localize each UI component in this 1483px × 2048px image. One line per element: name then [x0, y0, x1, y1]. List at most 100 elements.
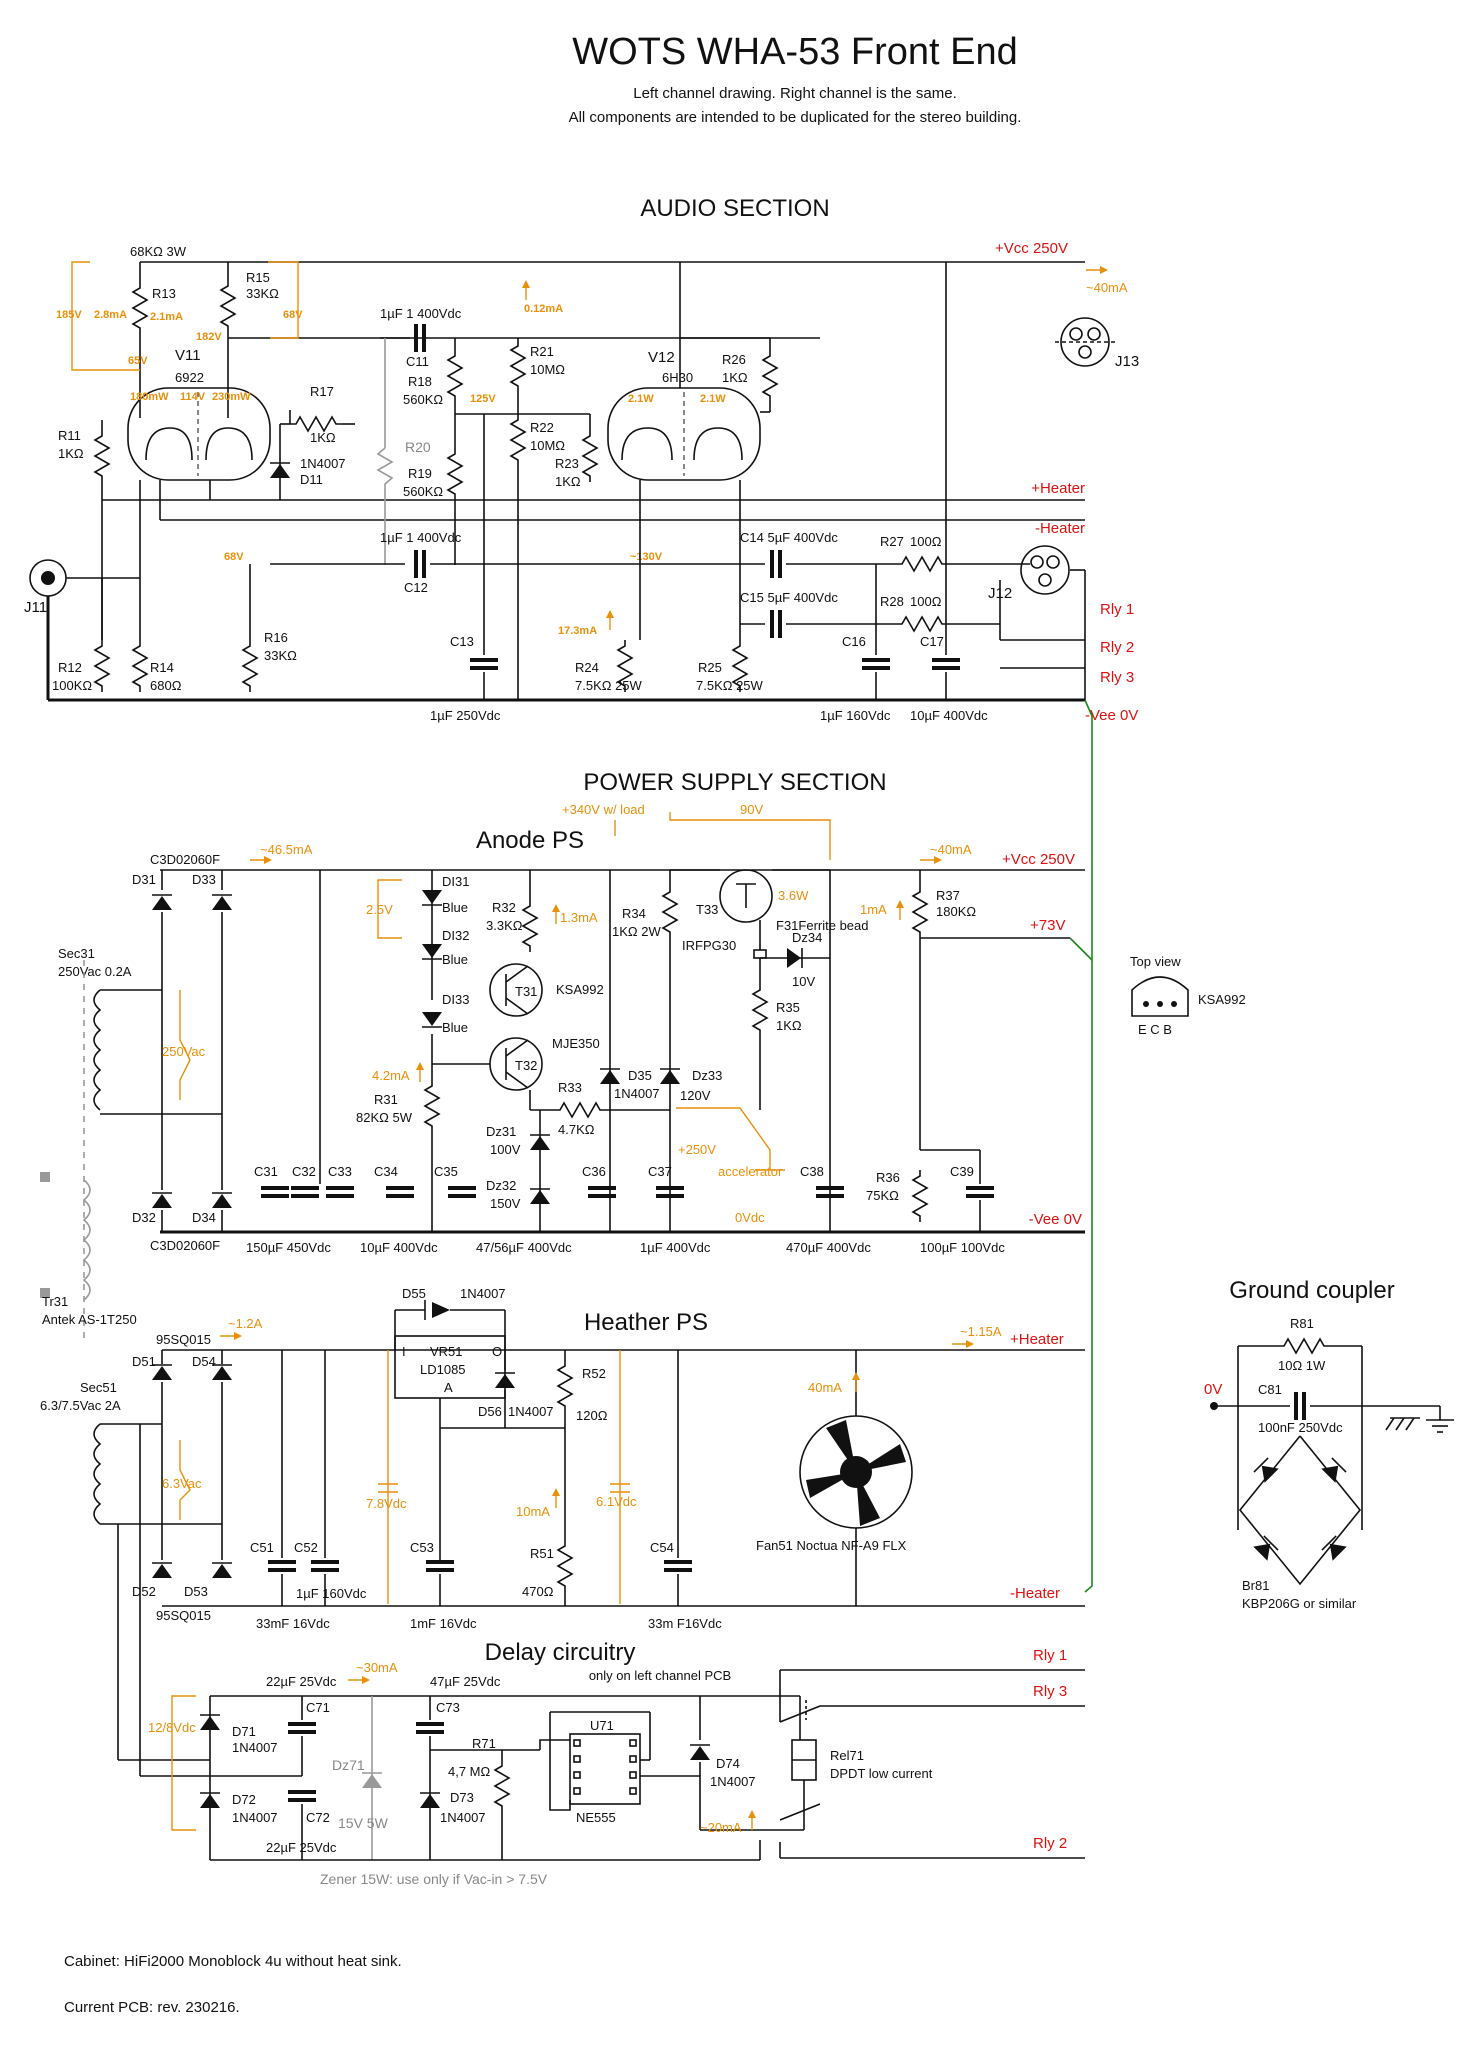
svg-text:C34: C34: [374, 1164, 398, 1179]
svg-text:6.3Vac: 6.3Vac: [162, 1476, 202, 1491]
svg-text:250Vac 0.2A: 250Vac 0.2A: [58, 964, 132, 979]
svg-text:C17: C17: [920, 634, 944, 649]
regulator-vr51: I O VR51 LD1085 A: [394, 1335, 506, 1399]
svg-text:1N4007: 1N4007: [232, 1810, 278, 1825]
rly3-label: Rly 3: [1100, 669, 1134, 686]
svg-text:NE555: NE555: [576, 1810, 616, 1825]
svg-text:R23: R23: [555, 456, 579, 471]
svg-text:1KΩ: 1KΩ: [776, 1018, 802, 1033]
svg-text:68V: 68V: [224, 551, 244, 563]
svg-text:T31: T31: [515, 984, 537, 999]
svg-text:R17: R17: [310, 384, 334, 399]
fan-label: Fan51 Noctua NF-A9 FLX: [756, 1538, 907, 1553]
svg-text:D54: D54: [192, 1354, 216, 1369]
svg-text:R81: R81: [1290, 1316, 1314, 1331]
svg-text:+340V w/ load: +340V w/ load: [562, 802, 645, 817]
svg-text:~46.5mA: ~46.5mA: [260, 842, 313, 857]
svg-text:1KΩ: 1KΩ: [555, 474, 581, 489]
svg-text:VR51: VR51: [430, 1344, 463, 1359]
svg-text:D55: D55: [402, 1286, 426, 1301]
svg-text:A: A: [444, 1380, 453, 1395]
svg-text:R37: R37: [936, 888, 960, 903]
svg-text:V11: V11: [175, 347, 201, 364]
svg-text:R22: R22: [530, 420, 554, 435]
svg-text:68V: 68V: [283, 309, 303, 321]
relay-rel71: Rel71 DPDT low current: [760, 1670, 933, 1858]
vcc-current: ~40mA: [1086, 280, 1128, 295]
svg-text:R28: R28: [880, 594, 904, 609]
svg-text:Blue: Blue: [442, 952, 468, 967]
svg-text:C81: C81: [1258, 1382, 1282, 1397]
svg-text:7.5KΩ 25W: 7.5KΩ 25W: [696, 678, 764, 693]
svg-text:150µF 450Vdc: 150µF 450Vdc: [246, 1240, 331, 1255]
svg-text:40mA: 40mA: [808, 1380, 842, 1395]
svg-text:560KΩ: 560KΩ: [403, 392, 443, 407]
svg-text:7.5KΩ 25W: 7.5KΩ 25W: [575, 678, 643, 693]
svg-text:R15: R15: [246, 270, 270, 285]
svg-text:R51: R51: [530, 1546, 554, 1561]
rly2-delay: Rly 2: [1033, 1835, 1067, 1852]
svg-text:D31: D31: [132, 872, 156, 887]
svg-text:accelerator: accelerator: [718, 1164, 783, 1179]
svg-text:U71: U71: [590, 1718, 614, 1733]
svg-text:470Ω: 470Ω: [522, 1584, 554, 1599]
svg-text:D51: D51: [132, 1354, 156, 1369]
svg-text:95SQ015: 95SQ015: [156, 1608, 211, 1623]
svg-text:R24: R24: [575, 660, 599, 675]
heater-ps-title: Heather PS: [584, 1309, 708, 1336]
svg-text:1KΩ: 1KΩ: [310, 430, 336, 445]
rly3-delay: Rly 3: [1033, 1683, 1067, 1700]
svg-text:33m F16Vdc: 33m F16Vdc: [648, 1616, 722, 1631]
svg-text:C11: C11: [406, 354, 429, 369]
svg-text:185V: 185V: [56, 309, 82, 321]
svg-text:R21: R21: [530, 344, 554, 359]
svg-text:KSA992: KSA992: [556, 982, 604, 997]
footer-pcb: Current PCB: rev. 230216.: [64, 1999, 240, 2016]
svg-text:47/56µF 400Vdc: 47/56µF 400Vdc: [476, 1240, 572, 1255]
svg-text:470µF 400Vdc: 470µF 400Vdc: [786, 1240, 871, 1255]
delay-section: Delay circuitry only on left channel PCB…: [117, 1424, 1085, 1887]
svg-text:17.3mA: 17.3mA: [558, 625, 597, 637]
audio-section-title: AUDIO SECTION: [640, 195, 829, 222]
svg-text:R26: R26: [722, 352, 746, 367]
svg-text:4.2mA: 4.2mA: [372, 1068, 410, 1083]
svg-text:1N4007: 1N4007: [440, 1810, 486, 1825]
svg-text:R14: R14: [150, 660, 174, 675]
svg-text:Dz71: Dz71: [332, 1757, 365, 1773]
page-title: WOTS WHA-53 Front End: [572, 31, 1018, 73]
svg-text:Sec31: Sec31: [58, 946, 95, 961]
svg-text:1KΩ 2W: 1KΩ 2W: [612, 924, 661, 939]
svg-text:R20: R20: [405, 439, 431, 455]
svg-text:J13: J13: [1115, 353, 1139, 370]
transistor-t31: T31 KSA992: [489, 963, 604, 1017]
svg-text:100KΩ: 100KΩ: [52, 678, 92, 693]
footer-cabinet: Cabinet: HiFi2000 Monoblock 4u without h…: [64, 1953, 402, 1970]
anode-ps-title: Anode PS: [476, 827, 584, 854]
svg-text:82KΩ 5W: 82KΩ 5W: [356, 1110, 413, 1125]
svg-text:DI33: DI33: [442, 992, 469, 1007]
svg-text:Sec51: Sec51: [80, 1380, 117, 1395]
svg-text:1µF 400Vdc: 1µF 400Vdc: [640, 1240, 711, 1255]
svg-text:C72: C72: [306, 1810, 330, 1825]
svg-text:2.1mA: 2.1mA: [150, 311, 183, 323]
vee-label-audio: -Vee 0V: [1085, 707, 1138, 724]
svg-text:250Vac: 250Vac: [162, 1044, 206, 1059]
svg-text:J12: J12: [988, 585, 1012, 602]
svg-text:R11: R11: [58, 428, 81, 443]
svg-text:D56: D56: [478, 1404, 502, 1419]
svg-text:0.12mA: 0.12mA: [524, 303, 563, 315]
svg-text:120Ω: 120Ω: [576, 1408, 608, 1423]
svg-text:1µF 250Vdc: 1µF 250Vdc: [430, 708, 501, 723]
svg-text:114V: 114V: [180, 391, 206, 403]
svg-text:Dz34: Dz34: [792, 930, 822, 945]
svg-text:Dz31: Dz31: [486, 1124, 516, 1139]
heater-pos-ps: +Heater: [1010, 1331, 1064, 1348]
tube-v11: V11 6922 180mW 114V 230mW: [127, 347, 271, 481]
svg-text:4,7 MΩ: 4,7 MΩ: [448, 1764, 491, 1779]
svg-text:O: O: [492, 1344, 502, 1359]
svg-text:IRFPG30: IRFPG30: [682, 938, 736, 953]
svg-text:T32: T32: [515, 1058, 537, 1073]
svg-text:C51: C51: [250, 1540, 274, 1555]
svg-text:T33: T33: [696, 902, 718, 917]
